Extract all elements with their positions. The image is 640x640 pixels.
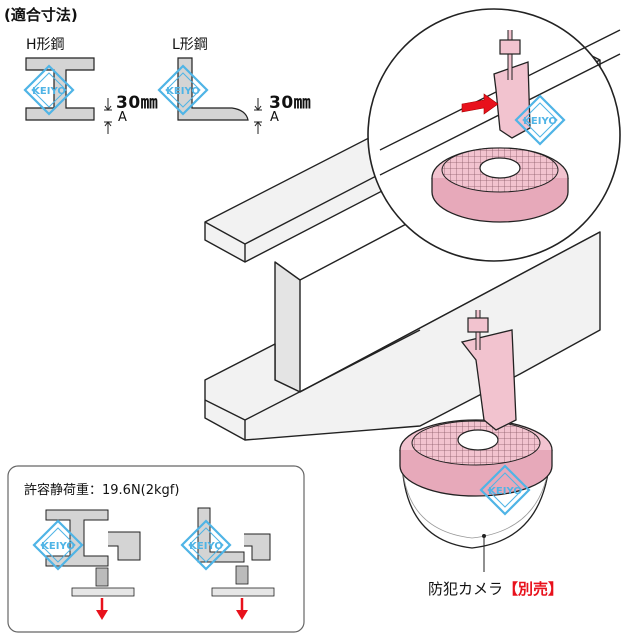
camera-label: 防犯カメラ【別売】 [428, 578, 563, 599]
load-rating-label: 許容静荷重：19.6N(2kgf) [24, 483, 180, 498]
l-steel-dimension-var: A [270, 110, 279, 125]
watermark-text: KEIYO [488, 486, 522, 497]
h-steel-dimension: 30㎜ [116, 93, 159, 113]
watermark-text: KEIYO [166, 86, 200, 97]
watermark-text: KEIYO [32, 86, 66, 97]
camera-label-text: 防犯カメラ [428, 580, 504, 598]
watermark-text: KEIYO [523, 116, 557, 127]
h-steel-label: H形鋼 [26, 37, 65, 53]
section-title: (適合寸法) [4, 6, 78, 24]
camera-assembly: KEIYO [399, 310, 553, 572]
camera-label-sold-separately: 【別売】 [503, 580, 564, 598]
load-panel: KEIYO KEIYO [7, 465, 305, 633]
watermark-text: KEIYO [41, 541, 75, 552]
l-steel-dimension: 30㎜ [269, 93, 312, 113]
zoom-detail: KEIYO [367, 8, 621, 262]
l-steel-label: L形鋼 [172, 37, 208, 53]
h-steel-dimension-var: A [118, 110, 127, 125]
l-steel-section [177, 57, 262, 134]
watermark-text: KEIYO [189, 541, 223, 552]
